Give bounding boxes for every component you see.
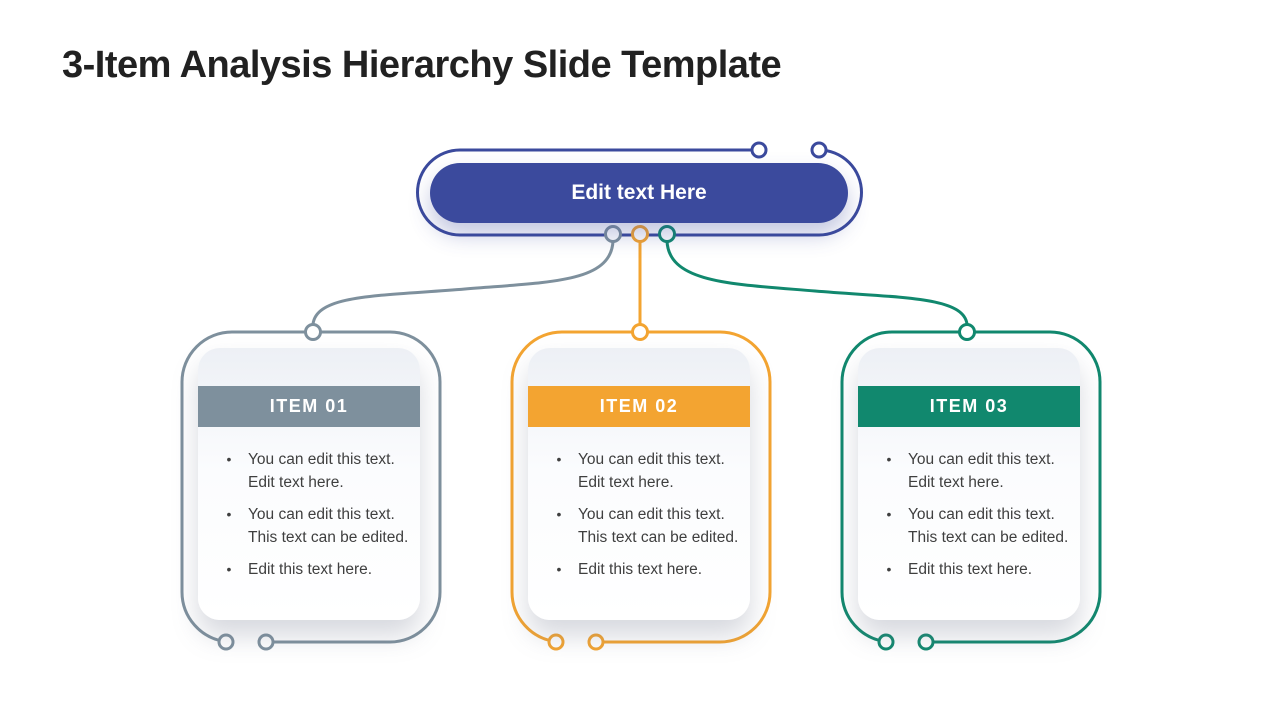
list-item[interactable]: • Edit this text here. bbox=[214, 558, 410, 581]
bullet-marker: • bbox=[886, 506, 892, 522]
item-card-02[interactable]: ITEM 02 • You can edit this text. Edit t… bbox=[528, 348, 750, 620]
bullet-marker: • bbox=[556, 451, 562, 467]
item-03-outline bbox=[840, 330, 1102, 644]
bullet-marker: • bbox=[886, 561, 892, 577]
item-01-outline bbox=[180, 330, 442, 644]
list-item[interactable]: • You can edit this text. This text can … bbox=[214, 503, 410, 549]
item-02-title: ITEM 02 bbox=[599, 396, 679, 416]
bullet-marker: • bbox=[556, 506, 562, 522]
bullet-text: You can edit this text. This text can be… bbox=[908, 506, 1069, 546]
list-item[interactable]: • You can edit this text. Edit text here… bbox=[544, 448, 740, 494]
root-endpoint-circle bbox=[750, 141, 768, 159]
list-item[interactable]: • You can edit this text. Edit text here… bbox=[214, 448, 410, 494]
item-01-header[interactable]: ITEM 01 bbox=[198, 386, 420, 427]
root-node-circle-item-03 bbox=[658, 225, 676, 243]
bullet-marker: • bbox=[886, 451, 892, 467]
item-card-01[interactable]: ITEM 01 • You can edit this text. Edit t… bbox=[198, 348, 420, 620]
root-node-circle-item-02 bbox=[631, 225, 649, 243]
root-node-label: Edit text Here bbox=[571, 181, 707, 204]
item-02-endpoint-circle bbox=[547, 633, 565, 651]
bullet-text: You can edit this text. This text can be… bbox=[248, 506, 409, 546]
root-outline bbox=[416, 148, 863, 237]
root-endpoint-circle bbox=[810, 141, 828, 159]
item-01-title: ITEM 01 bbox=[269, 396, 349, 416]
item-03-endpoint-circle bbox=[877, 633, 895, 651]
bullet-text: You can edit this text. Edit text here. bbox=[578, 451, 725, 491]
item-03-endpoint-circle bbox=[917, 633, 935, 651]
connector-item-01 bbox=[311, 240, 615, 325]
root-node-pill[interactable]: Edit text Here bbox=[430, 163, 848, 223]
root-node-circle-item-01 bbox=[604, 225, 622, 243]
connector-item-03 bbox=[665, 240, 969, 325]
slide-title[interactable]: 3-Item Analysis Hierarchy Slide Template bbox=[62, 44, 782, 86]
item-02-bullet-list: • You can edit this text. Edit text here… bbox=[544, 448, 740, 590]
list-item[interactable]: • You can edit this text. This text can … bbox=[874, 503, 1070, 549]
list-item[interactable]: • Edit this text here. bbox=[874, 558, 1070, 581]
item-01-endpoint-circle bbox=[217, 633, 235, 651]
bullet-text: You can edit this text. Edit text here. bbox=[248, 451, 395, 491]
bullet-text: You can edit this text. This text can be… bbox=[578, 506, 739, 546]
item-02-header[interactable]: ITEM 02 bbox=[528, 386, 750, 427]
list-item[interactable]: • You can edit this text. Edit text here… bbox=[874, 448, 1070, 494]
bullet-text: You can edit this text. Edit text here. bbox=[908, 451, 1055, 491]
item-03-top-node-circle bbox=[958, 323, 976, 341]
item-03-bullet-list: • You can edit this text. Edit text here… bbox=[874, 448, 1070, 590]
item-01-top-node-circle bbox=[304, 323, 322, 341]
item-03-title: ITEM 03 bbox=[929, 396, 1009, 416]
list-item[interactable]: • Edit this text here. bbox=[544, 558, 740, 581]
item-02-endpoint-circle bbox=[587, 633, 605, 651]
item-01-bullet-list: • You can edit this text. Edit text here… bbox=[214, 448, 410, 590]
bullet-marker: • bbox=[226, 451, 232, 467]
item-card-03[interactable]: ITEM 03 • You can edit this text. Edit t… bbox=[858, 348, 1080, 620]
bullet-marker: • bbox=[556, 561, 562, 577]
bullet-marker: • bbox=[226, 506, 232, 522]
item-01-endpoint-circle bbox=[257, 633, 275, 651]
item-02-top-node-circle bbox=[631, 323, 649, 341]
item-02-outline bbox=[510, 330, 772, 644]
bullet-marker: • bbox=[226, 561, 232, 577]
list-item[interactable]: • You can edit this text. This text can … bbox=[544, 503, 740, 549]
bullet-text: Edit this text here. bbox=[578, 561, 703, 578]
item-03-header[interactable]: ITEM 03 bbox=[858, 386, 1080, 427]
bullet-text: Edit this text here. bbox=[908, 561, 1033, 578]
bullet-text: Edit this text here. bbox=[248, 561, 373, 578]
